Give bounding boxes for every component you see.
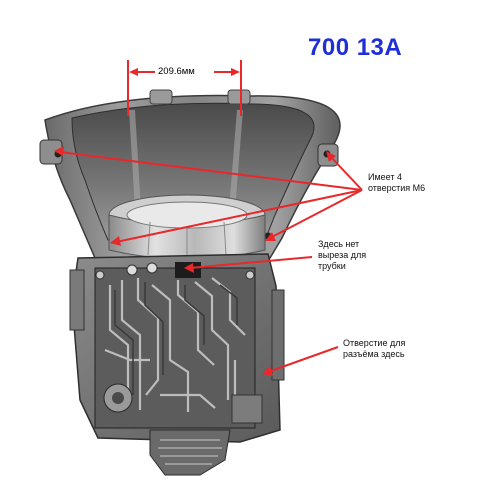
note-line: Отверстие для [343, 338, 406, 348]
model-title: 700 13A [308, 34, 403, 61]
note-m6-holes: Имеет 4 отверстия М6 [368, 172, 425, 194]
note-line: отверстия М6 [368, 183, 426, 193]
valve-body [94, 262, 263, 429]
note-line: разъёма здесь [343, 349, 405, 359]
note-no-tube-cutout: Здесь нет выреза для трубки [318, 239, 366, 272]
dimension-label: 209.6мм [158, 66, 195, 77]
callout-arrows [54, 146, 363, 376]
output-extension [149, 429, 231, 476]
note-connector-hole: Отверстие для разъёма здесь [343, 338, 405, 360]
clutch-drum [108, 194, 266, 260]
dimension-bracket [127, 60, 242, 116]
note-line: трубки [318, 261, 346, 271]
note-line: Имеет 4 [368, 172, 402, 182]
note-line: Здесь нет [318, 239, 360, 249]
note-line: выреза для [318, 250, 367, 260]
